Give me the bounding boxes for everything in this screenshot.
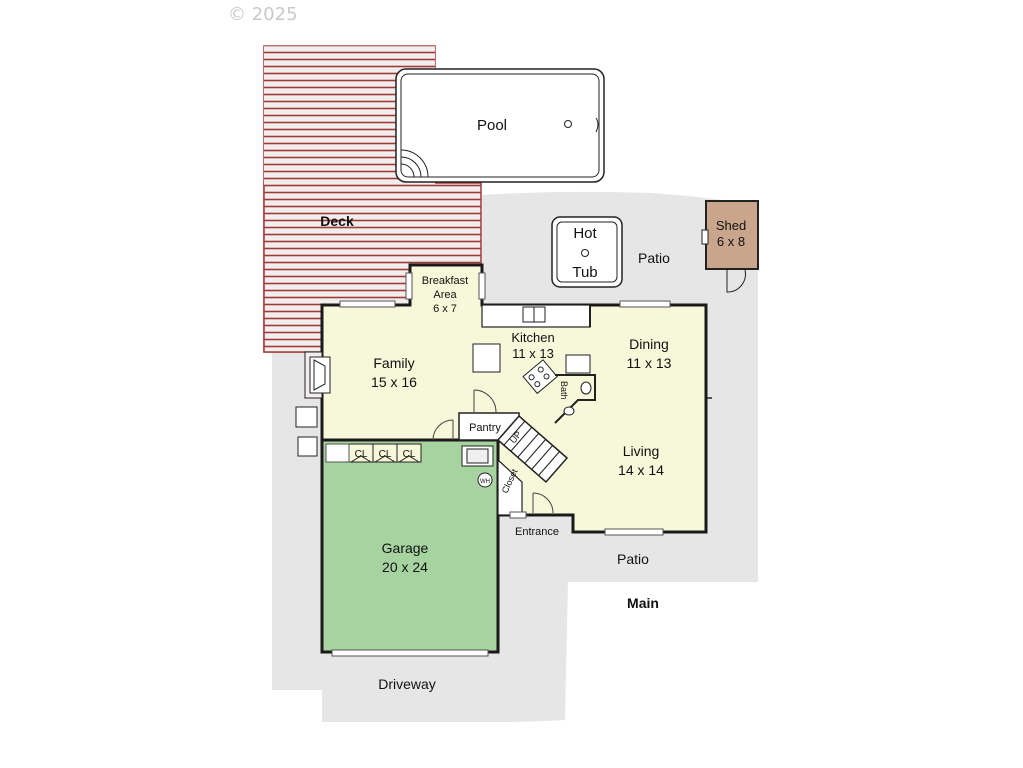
pantry-label: Pantry	[469, 422, 501, 434]
living-name: Living	[623, 443, 660, 459]
planter-box	[295, 406, 318, 428]
planter-box	[297, 436, 318, 457]
deck-label: Deck	[320, 213, 354, 229]
driveway-curve	[498, 600, 565, 722]
breakfast-label-2: Area	[433, 289, 457, 301]
hot-tub-label-2: Tub	[572, 264, 597, 281]
family-size: 15 x 16	[371, 374, 417, 390]
pool-drain	[564, 120, 572, 128]
entrance-label: Entrance	[515, 526, 559, 538]
water-heater-label: WH	[480, 479, 490, 485]
living-size: 14 x 14	[618, 462, 664, 478]
closet-cl-2: CL	[379, 449, 392, 460]
water-heater-icon	[477, 472, 493, 488]
stairs	[496, 414, 569, 484]
toilet-icon	[580, 381, 592, 395]
hot-tub-label-1: Hot	[573, 225, 597, 242]
pool	[395, 68, 605, 183]
closet-cl-1: CL	[355, 449, 368, 460]
garage-size: 20 x 24	[382, 559, 428, 575]
kitchen-size: 11 x 13	[512, 346, 554, 361]
patio-bottom-label: Patio	[617, 551, 649, 567]
dining-name: Dining	[629, 336, 669, 352]
patio-top-label: Patio	[638, 250, 670, 266]
closet-cl-3: CL	[403, 449, 416, 460]
shed-size: 6 x 8	[717, 234, 745, 249]
floor-level-label: Main	[627, 595, 659, 611]
copyright-watermark: © 2025	[228, 4, 298, 25]
driveway-label: Driveway	[378, 676, 436, 692]
shed	[705, 200, 759, 270]
breakfast-label-1: Breakfast	[422, 275, 468, 287]
shed-name: Shed	[716, 218, 746, 233]
pool-steps	[400, 149, 429, 178]
range-stove	[522, 359, 558, 395]
pool-label: Pool	[477, 117, 507, 134]
kitchen-island	[472, 343, 501, 373]
garage-name: Garage	[382, 540, 429, 556]
dining-size: 11 x 13	[627, 355, 672, 371]
bath-label: Bath	[559, 381, 569, 400]
kitchen-name: Kitchen	[511, 330, 554, 345]
family-name: Family	[373, 355, 414, 371]
breakfast-size: 6 x 7	[433, 303, 457, 315]
hot-tub	[551, 216, 623, 288]
